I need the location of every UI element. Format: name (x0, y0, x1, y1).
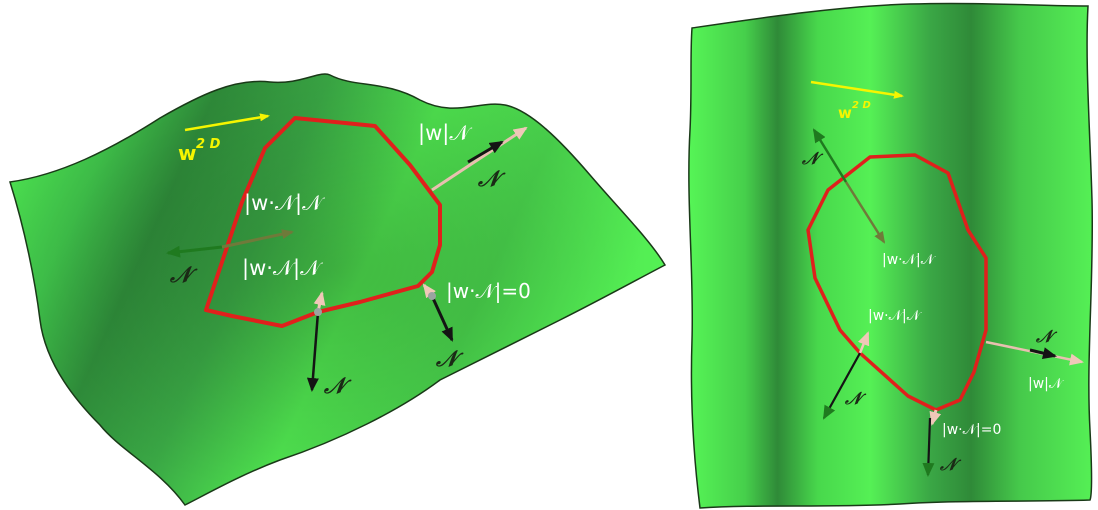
left-flux-outer-arrow (431, 126, 528, 192)
right-boundary-curve (806, 153, 988, 412)
right-top-normal-arrow (812, 128, 848, 183)
left-flux-outer-label: |w|𝒩 (418, 121, 472, 146)
right-flux-inner-label-1: |w·𝒩|𝒩 (882, 252, 937, 268)
right-outer-normal-arrow (1029, 347, 1057, 360)
right-lower-flux-arrow (857, 331, 870, 354)
right-bottom-normal-arrow (922, 417, 935, 477)
right-panel: w 2 D 𝒩 |w·𝒩|𝒩 |w·𝒩|𝒩 𝒩 |w|𝒩 𝒩 |w·𝒩|=0 𝒩 (688, 2, 1094, 509)
left-panel: w 2 D |w|𝒩 𝒩 |w·𝒩|𝒩 |w·𝒩|𝒩 𝒩 𝒩 |w·𝒩|=0 𝒩 (9, 73, 667, 506)
right-surface (688, 2, 1094, 509)
right-flux-outer-label: |w|𝒩 (1028, 376, 1065, 392)
right-normal-bottom-label: 𝒩 (939, 455, 962, 475)
left-inner-normal-arrow (166, 245, 223, 258)
left-contact-dot-bottom (314, 308, 322, 316)
left-contact-dot-right (428, 292, 436, 300)
left-right-normal-arrow (430, 295, 454, 342)
left-boundary-curve (204, 116, 442, 328)
left-flux-inner-label-1: |w·𝒩|𝒩 (244, 191, 325, 216)
left-outer-normal-arrow (467, 140, 504, 164)
right-w2d-arrow (810, 80, 904, 99)
left-w2d-sup-label: 2 D (196, 137, 221, 152)
right-zero-flux-label: |w·𝒩|=0 (942, 422, 1001, 438)
right-w2d-label: w (838, 104, 852, 122)
right-lower-normal-arrow (823, 352, 861, 420)
left-w2d-label: w (178, 141, 196, 165)
left-zero-flux-label: |w·𝒩|=0 (446, 279, 531, 303)
left-bottom-normal-arrow (306, 311, 320, 392)
left-surface-shade (10, 73, 665, 506)
right-normal-right-label: 𝒩 (1035, 327, 1058, 347)
right-top-flux-arrow (844, 181, 886, 244)
right-zero-flux-arrow (929, 409, 942, 426)
left-flux-inner-label-2: |w·𝒩|𝒩 (242, 256, 323, 281)
left-inner-flux-arrow (221, 229, 294, 249)
right-normal-lower-left-label: 𝒩 (844, 389, 867, 409)
right-flux-inner-label-2: |w·𝒩|𝒩 (868, 308, 923, 324)
right-normal-top-label: 𝒩 (801, 149, 824, 169)
right-w2d-sup-label: 2 D (852, 100, 871, 111)
left-w2d-arrow (184, 113, 270, 132)
